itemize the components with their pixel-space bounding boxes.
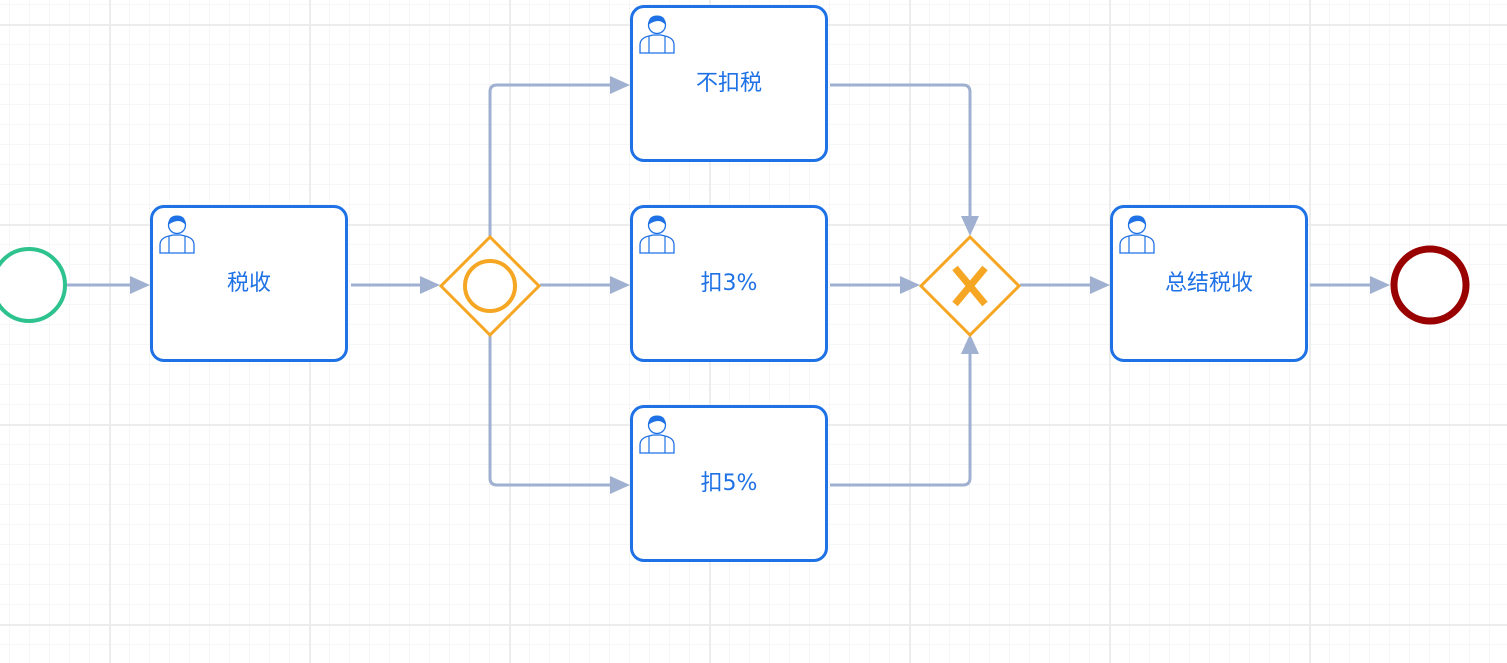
arrowhead xyxy=(420,276,440,294)
arrowhead xyxy=(610,76,630,94)
task-label: 总结税收 xyxy=(1164,270,1253,296)
exclusive-gateway[interactable] xyxy=(918,234,1022,338)
sequence-flows xyxy=(67,76,1390,494)
flow-tax5-to-join[interactable] xyxy=(830,352,972,487)
flow-no-tax-to-join[interactable] xyxy=(830,83,972,218)
start-event[interactable] xyxy=(0,247,67,323)
inclusive-gateway[interactable] xyxy=(438,234,542,338)
task-tax-5-percent[interactable]: 扣5% xyxy=(630,405,828,562)
user-icon xyxy=(639,215,675,254)
task-no-tax[interactable]: 不扣税 xyxy=(630,5,828,162)
task-tax-3-percent[interactable]: 扣3% xyxy=(630,205,828,362)
user-icon xyxy=(1119,215,1155,254)
task-label: 扣3% xyxy=(700,270,758,296)
task-label: 不扣税 xyxy=(695,70,762,96)
arrowhead xyxy=(610,276,630,294)
circle-icon xyxy=(463,259,517,313)
flow-split-to-no-tax[interactable] xyxy=(488,83,612,237)
task-label: 扣5% xyxy=(700,470,758,496)
task-summary[interactable]: 总结税收 xyxy=(1110,205,1308,362)
arrowhead xyxy=(900,276,920,294)
user-icon xyxy=(639,415,675,454)
end-event[interactable] xyxy=(1390,245,1470,325)
user-icon xyxy=(159,215,195,254)
arrowhead xyxy=(961,216,979,236)
arrowhead xyxy=(610,476,630,494)
flow-split-to-tax5[interactable] xyxy=(488,335,612,487)
arrowhead xyxy=(1090,276,1110,294)
task-tax[interactable]: 税收 xyxy=(150,205,348,362)
arrowhead xyxy=(1370,276,1390,294)
arrowhead xyxy=(961,334,979,354)
arrowhead xyxy=(130,276,150,294)
x-mark-icon xyxy=(952,265,988,307)
task-label: 税收 xyxy=(226,270,271,296)
user-icon xyxy=(639,15,675,54)
